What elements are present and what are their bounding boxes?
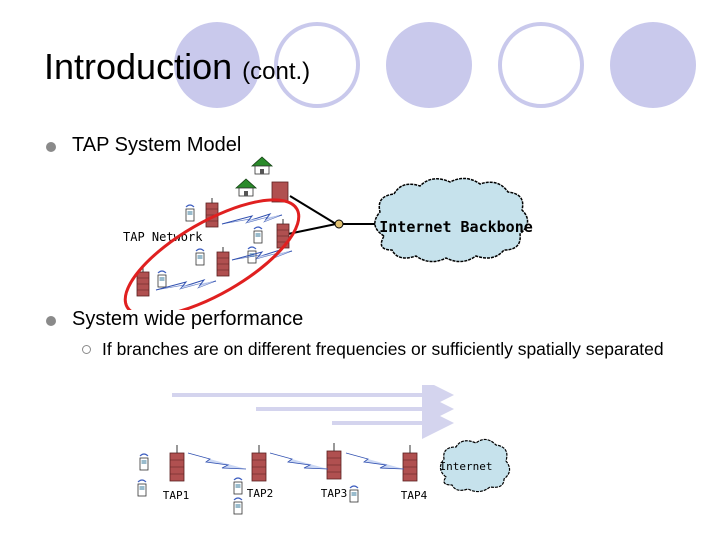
- device-icon: [157, 270, 167, 288]
- internet-backbone-label: Internet Backbone: [379, 218, 533, 236]
- wireless-link-icon: [187, 452, 247, 470]
- router-icon: [334, 219, 344, 229]
- backbone-link: [289, 195, 337, 225]
- wireless-link-icon: [231, 249, 293, 261]
- decor-circle-4: [498, 22, 584, 108]
- device-icon: [185, 204, 195, 222]
- bullet-tap-system-model: TAP System Model: [72, 134, 242, 156]
- device-icon: [233, 497, 243, 515]
- tap3-label: TAP3: [321, 487, 348, 500]
- device-icon: [195, 248, 205, 266]
- tap-network-label: TAP Network: [123, 230, 203, 244]
- internet-label: Internet: [440, 460, 493, 473]
- tap-system-diagram: Internet Backbone TAP Network: [123, 156, 533, 310]
- bullet-dot-icon: [46, 142, 56, 152]
- title-suffix: (cont.): [242, 58, 311, 85]
- tap-chain-diagram: Internet TAP1 TAP2 TAP3 TAP4: [137, 385, 511, 515]
- bullet-system-wide-performance: System wide performance: [72, 308, 304, 330]
- wireless-link-icon: [269, 452, 329, 470]
- title-main: Introduction: [44, 46, 233, 87]
- tap-network-highlight: [123, 198, 301, 310]
- backbone-link: [287, 223, 337, 235]
- device-icon: [233, 477, 243, 495]
- wireless-link-icon: [221, 213, 283, 225]
- internet-cloud-icon: [439, 438, 511, 493]
- tap4-label: TAP4: [401, 489, 428, 502]
- device-icon: [253, 226, 263, 244]
- house-icon: [251, 156, 273, 175]
- tower-icon: [216, 246, 230, 277]
- decor-circle-3: [386, 22, 472, 108]
- device-icon: [137, 479, 147, 497]
- tap3-tower-icon: [326, 442, 342, 480]
- tap1-label: TAP1: [163, 489, 190, 502]
- wireless-link-icon: [345, 452, 405, 470]
- tap2-label: TAP2: [247, 487, 274, 500]
- slide-title: Introduction (cont.): [44, 46, 310, 88]
- decor-circle-5: [610, 22, 696, 108]
- bullet-dot-icon: [46, 316, 56, 326]
- tower-icon: [205, 197, 219, 228]
- device-icon: [349, 485, 359, 503]
- building-icon: [271, 181, 289, 203]
- decor-circle-2: [274, 22, 360, 108]
- device-icon: [139, 453, 149, 471]
- sub-bullet-ring-icon: [82, 345, 91, 354]
- tap2-tower-icon: [251, 444, 267, 482]
- tap1-tower-icon: [169, 444, 185, 482]
- decor-circle-1: [174, 22, 260, 108]
- house-icon: [235, 178, 257, 197]
- internet-cloud-icon: [374, 177, 529, 263]
- sub-bullet-text: If branches are on different frequencies…: [102, 339, 664, 359]
- tap4-tower-icon: [402, 444, 418, 482]
